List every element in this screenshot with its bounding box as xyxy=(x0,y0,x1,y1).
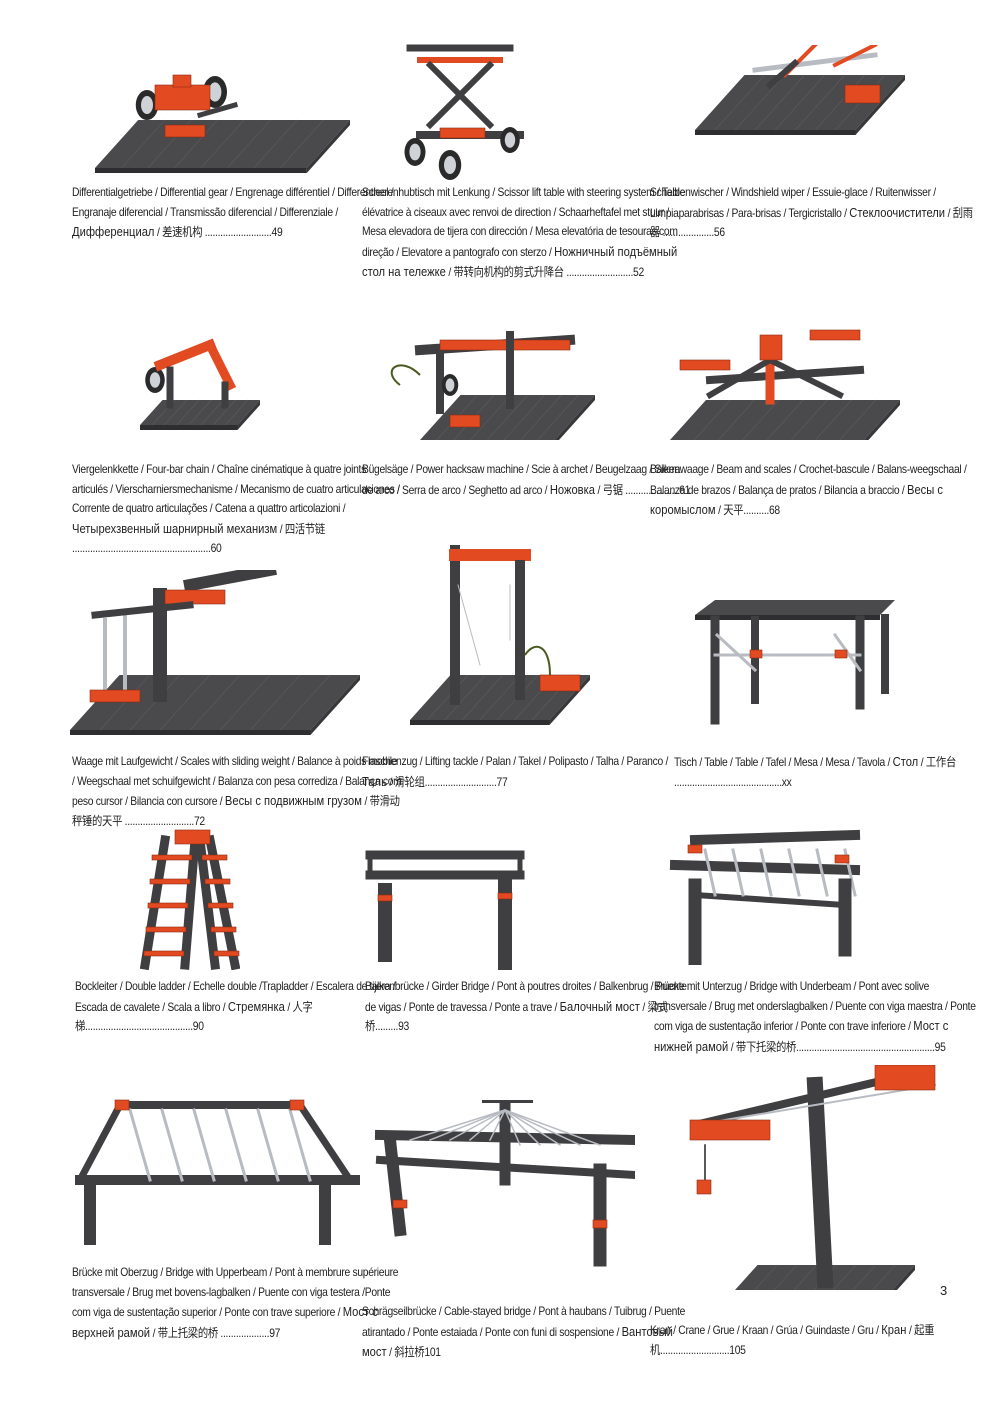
caption-page-ref: 56 xyxy=(713,225,725,240)
caption-page-ref: 60 xyxy=(210,541,222,556)
caption-page-ref: 61 xyxy=(679,482,691,497)
model-caption: Flaschenzug / Lifting tackle / Palan / T… xyxy=(362,752,692,792)
caption-page-ref: xx xyxy=(781,774,792,789)
caption-page-ref: 105 xyxy=(729,1342,746,1357)
caption-page-ref: 68 xyxy=(768,503,780,518)
caption-russian: Таль xyxy=(362,773,387,789)
model-caption: Viergelenkkette / Four-bar chain / Chaîn… xyxy=(72,460,402,559)
cable-stayed-bridge-model xyxy=(370,1097,641,1270)
model-caption: Brücke mit Unterzug / Bridge with Underb… xyxy=(654,977,984,1057)
caption-text: Brücke mit Oberzug / Bridge with Upperbe… xyxy=(72,1265,399,1320)
caption-chinese-leader: / 带下托梁的桥................................… xyxy=(728,1039,935,1054)
caption-chinese-leader: / 四活节链 .................................… xyxy=(72,521,325,556)
caption-chinese-leader: / 弓锯 ..................... xyxy=(594,482,680,497)
differential-gear-model xyxy=(95,70,350,175)
caption-page-ref: 72 xyxy=(193,813,205,828)
caption-chinese-leader: / 差速机构 .......................... xyxy=(154,225,272,240)
double-ladder-model xyxy=(139,825,241,971)
scissor-lift-model xyxy=(390,40,540,185)
caption-text: Differentialgetriebe / Differential gear… xyxy=(72,185,394,219)
power-hacksaw-model xyxy=(380,315,600,445)
caption-russian: Ножничный подъёмный стол на тележке xyxy=(362,243,678,280)
caption-page-ref: 97 xyxy=(269,1325,281,1340)
caption-russian: Мост с нижней рамой xyxy=(654,1018,949,1054)
caption-page-ref: 49 xyxy=(271,225,283,240)
underbeam-bridge-model xyxy=(655,825,875,972)
caption-page-ref: 95 xyxy=(934,1039,946,1054)
caption-text: Schrägseilbrücke / Cable-stayed bridge /… xyxy=(362,1304,686,1339)
model-caption: Kran / Crane / Grue / Kraan / Grúa / Gui… xyxy=(650,1320,980,1360)
caption-text: Scheibenwischer / Windshield wiper / Ess… xyxy=(650,185,936,220)
girder-bridge-model xyxy=(355,835,530,972)
caption-page-ref: 101 xyxy=(424,1345,441,1360)
caption-chinese-leader: / 人字梯...................................… xyxy=(75,999,313,1034)
upperbeam-bridge-model xyxy=(70,1080,365,1251)
caption-page-ref: 77 xyxy=(496,774,508,789)
caption-text: Balkenwaage / Beam and scales / Crochet-… xyxy=(650,462,967,497)
model-caption: Waage mit Laufgewicht / Scales with slid… xyxy=(72,752,402,831)
model-caption: Tisch / Table / Table / Tafel / Mesa / M… xyxy=(674,752,974,792)
beam-scales-model xyxy=(670,325,900,445)
model-caption: Bügelsäge / Power hacksaw machine / Scie… xyxy=(362,460,692,500)
caption-chinese-leader: / 带滑动秤锤的天平 ........................... xyxy=(72,794,400,828)
caption-russian: Вантовый мост xyxy=(362,1323,673,1360)
caption-chinese-leader: / 带上托梁的桥 ................... xyxy=(150,1325,270,1340)
crane-model xyxy=(675,1064,940,1295)
table-model xyxy=(695,600,895,725)
model-caption: Scherenhubtisch mit Lenkung / Scissor li… xyxy=(362,183,692,283)
caption-page-ref: 93 xyxy=(398,1019,410,1034)
caption-russian: Весы с подвижным грузом xyxy=(224,793,362,809)
caption-page-ref: 52 xyxy=(633,265,644,280)
caption-russian: Стремянка xyxy=(227,998,285,1014)
caption-chinese-leader: / 滑轮组............................ xyxy=(386,774,497,789)
caption-russian: Дифференциал xyxy=(72,224,155,240)
caption-russian: Четырехзвенный шарнирный механизм xyxy=(72,520,278,536)
caption-text: Flaschenzug / Lifting tackle / Palan / T… xyxy=(362,754,669,768)
caption-text: Bockleiter / Double ladder / Echelle dou… xyxy=(75,979,396,1014)
caption-chinese-leader: / 天平.......... xyxy=(715,503,769,518)
caption-text: Viergelenkkette / Four-bar chain / Chaîn… xyxy=(72,462,400,516)
four-bar-chain-model xyxy=(130,330,260,430)
caption-chinese-leader: / 工作台 ..................................… xyxy=(674,755,956,789)
caption-chinese-leader: / 刮雨器 .................... xyxy=(650,205,973,240)
caption-text: Brücke mit Unterzug / Bridge with Underb… xyxy=(654,979,976,1034)
lifting-tackle-model xyxy=(410,540,590,725)
sliding-weight-scales-model xyxy=(70,562,360,740)
model-caption: Scheibenwischer / Windshield wiper / Ess… xyxy=(650,183,980,243)
caption-russian: Ножовка xyxy=(549,481,595,497)
caption-chinese-leader: / 起重机........................... xyxy=(650,1323,935,1357)
caption-text: Tisch / Table / Table / Tafel / Mesa / M… xyxy=(674,755,891,769)
model-caption: Brücke mit Oberzug / Bridge with Upperbe… xyxy=(72,1263,402,1343)
model-caption: Balkenwaage / Beam and scales / Crochet-… xyxy=(650,460,980,521)
caption-russian: Балочный мост xyxy=(559,998,640,1014)
caption-text: Balkenbrücke / Girder Bridge / Pont à po… xyxy=(365,979,687,1014)
caption-chinese-leader: / 带转向机构的剪式升降台 .......................... xyxy=(445,265,634,280)
model-caption: Balkenbrücke / Girder Bridge / Pont à po… xyxy=(365,977,695,1037)
page-number: 3 xyxy=(940,1283,948,1298)
caption-text: Bügelsäge / Power hacksaw machine / Scie… xyxy=(362,462,681,497)
caption-russian: Стеклоочистители xyxy=(849,204,946,220)
caption-text: Waage mit Laufgewicht / Scales with slid… xyxy=(72,754,402,809)
caption-chinese-leader: / 斜拉桥 xyxy=(386,1345,425,1360)
caption-text: Scherenhubtisch mit Lenkung / Scissor li… xyxy=(362,185,686,259)
caption-russian: Кран xyxy=(881,1322,907,1337)
caption-page-ref: 90 xyxy=(192,1019,204,1034)
model-caption: Differentialgetriebe / Differential gear… xyxy=(72,183,402,243)
caption-russian: Весы с коромыслом xyxy=(650,481,944,518)
caption-russian: Стол xyxy=(892,754,919,769)
caption-russian: Мост с верхней рамой xyxy=(72,1304,378,1340)
caption-text: Kran / Crane / Grue / Kraan / Grúa / Gui… xyxy=(650,1323,879,1337)
caption-chinese-leader: / 梁式桥......... xyxy=(365,999,668,1034)
model-caption: Schrägseilbrücke / Cable-stayed bridge /… xyxy=(362,1302,692,1363)
windshield-wiper-model xyxy=(695,42,905,135)
model-caption: Bockleiter / Double ladder / Echelle dou… xyxy=(75,977,405,1037)
